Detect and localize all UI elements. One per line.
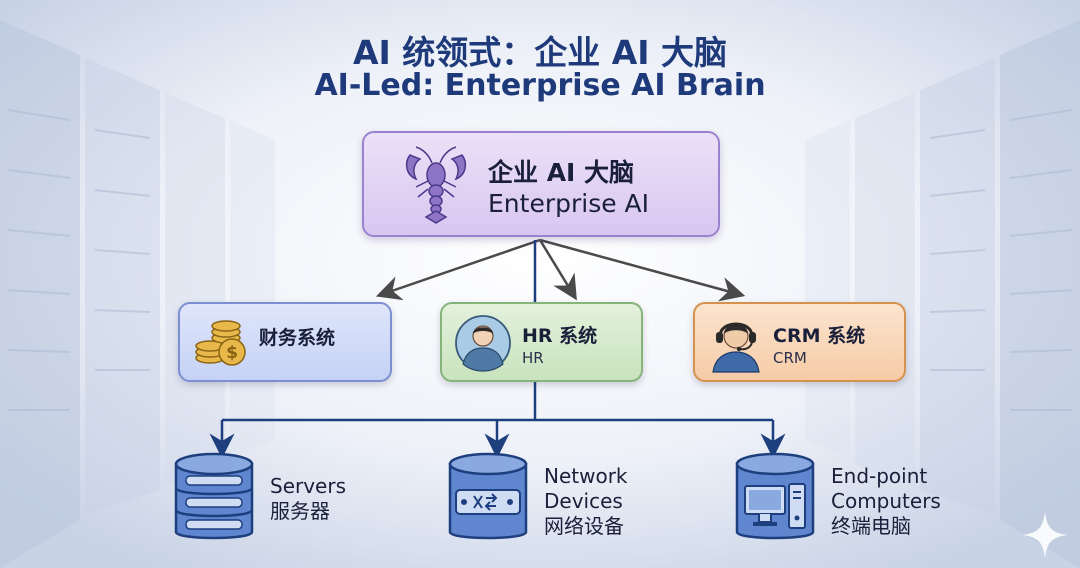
coins-icon: $ xyxy=(195,320,246,366)
servers-label: Servers 服务器 xyxy=(270,474,346,524)
arrow-brain-to-crm xyxy=(539,238,746,302)
person-icon xyxy=(455,315,511,372)
headset-agent-icon xyxy=(712,322,760,373)
brain-title-chinese: 企业 AI 大脑 xyxy=(488,158,635,187)
servers-label-chinese: 服务器 xyxy=(270,499,330,523)
hr-system-node: HR 系统 HR xyxy=(440,302,643,382)
hr-system-label: HR 系统 xyxy=(522,325,598,347)
endpoint-computers-label: End-point Computers 终端电脑 xyxy=(831,464,941,539)
diagram-title-english: AI-Led: Enterprise AI Brain xyxy=(314,68,766,103)
enterprise-ai-brain-node: 企业 AI 大脑 Enterprise AI xyxy=(362,131,720,237)
brain-title-english: Enterprise AI xyxy=(488,189,650,218)
hr-system-sublabel: HR xyxy=(522,349,544,367)
network-devices-label-english-1: Network xyxy=(544,464,628,488)
crm-system-node: CRM 系统 CRM xyxy=(693,302,906,382)
network-devices-label-english-2: Devices xyxy=(544,489,623,513)
servers-label-english: Servers xyxy=(270,474,347,498)
lobster-icon xyxy=(405,146,467,224)
svg-text:$: $ xyxy=(226,343,238,363)
crm-system-label: CRM 系统 xyxy=(773,325,866,347)
computer-icon xyxy=(735,452,815,540)
diagram-title-chinese: AI 统领式：企业 AI 大脑 xyxy=(352,33,728,72)
endpoint-computers-label-english-2: Computers xyxy=(831,489,941,513)
endpoint-computers-label-english-1: End-point xyxy=(831,464,928,488)
finance-system-label: 财务系统 xyxy=(259,327,336,349)
arrow-brain-to-finance xyxy=(375,238,541,301)
network-devices-label: Network Devices 网络设备 xyxy=(544,464,628,539)
server-database-icon xyxy=(174,452,254,540)
crm-system-sublabel: CRM xyxy=(773,349,807,367)
arrow-brain-to-hr xyxy=(538,239,577,301)
network-switch-icon xyxy=(448,452,528,540)
endpoint-computers-label-chinese: 终端电脑 xyxy=(831,514,911,538)
network-devices-label-chinese: 网络设备 xyxy=(544,514,624,538)
finance-system-node: $ 财务系统 xyxy=(178,302,392,382)
